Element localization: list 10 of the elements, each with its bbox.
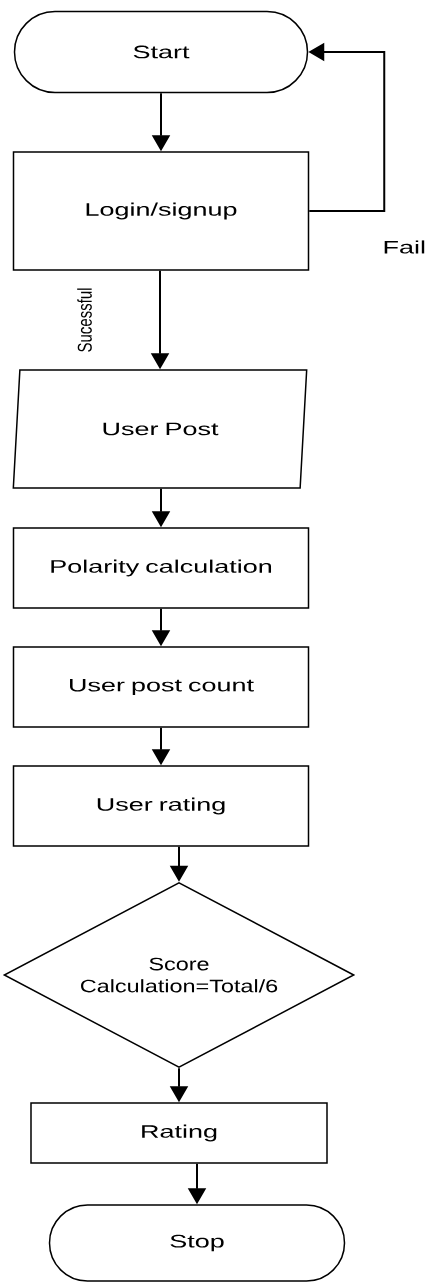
process-box: User post count: [12, 646, 310, 728]
terminal-box: Start: [13, 10, 309, 94]
edge-label: Fail: [381, 239, 427, 255]
process-box: Polarity calculation: [12, 527, 310, 609]
input-parallelogram: User Post: [12, 369, 308, 489]
terminal-box: Stop: [48, 1204, 346, 1282]
process-box: Rating: [30, 1102, 328, 1164]
edge-label: Sucessful: [76, 286, 93, 354]
process-box: User rating: [12, 765, 310, 847]
process-box: Login/signup: [12, 151, 310, 271]
